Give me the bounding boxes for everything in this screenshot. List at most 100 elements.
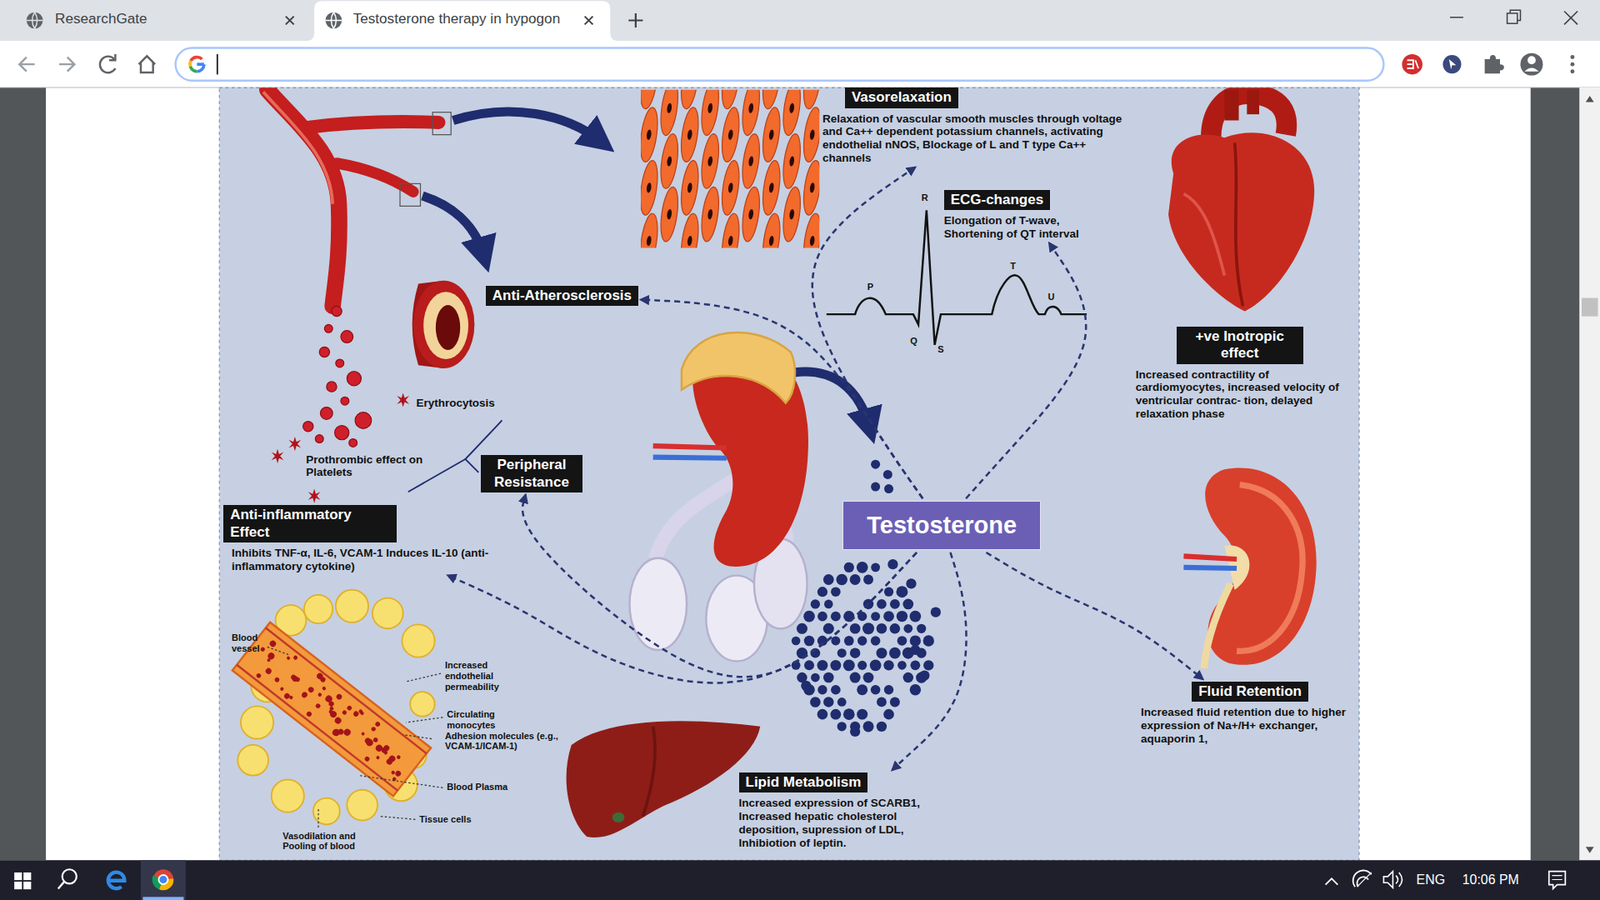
taskbar [0,860,1600,900]
muscle-cell [809,129,815,140]
tab-strip [325,12,343,30]
vessel-segment [285,655,291,661]
vessel-segment [329,710,339,720]
hormone-molecules [883,709,895,720]
erythrocytes [303,421,314,432]
description-text: Inhibits TNF-α, IL-6, VCAM-1 Induces IL-… [231,546,510,574]
muscle-cell [666,102,673,114]
leader-line [405,717,443,723]
muscle-cell [640,159,660,216]
document-viewer [1581,298,1599,317]
vessel-segment [360,710,365,716]
hormone-molecules [830,586,841,597]
hormone-molecules [876,697,887,708]
erythrocytes [340,396,350,405]
hormone-molecules [862,720,874,732]
document-viewer [219,87,1360,860]
muscle-cell [740,90,763,137]
browser-toolbar [1520,53,1543,76]
vessel-segment [266,651,276,661]
muscle-cell [780,185,804,243]
taskbar [140,860,186,900]
blood-vessel [305,121,439,128]
muscle-cell [707,102,714,114]
muscle-cell [740,132,763,190]
platelet-symbol [396,392,410,407]
erythrocytes [335,359,345,368]
hormone-molecules [876,721,887,732]
browser-toolbar [1524,67,1539,71]
blood-vessel [432,112,451,135]
muscle-cell [727,235,734,247]
vessel-segment [305,710,314,719]
platelet-symbol [308,489,321,504]
browser-toolbar [190,66,197,72]
vessel-segment [317,692,323,698]
vessel-segment [265,627,427,754]
vessel-segment [315,702,322,710]
liver-illustration [642,726,655,817]
muscle-cell [645,182,652,194]
heart-illustration [1235,142,1244,306]
hormone-molecules [850,647,860,658]
muscle-cell [645,235,652,247]
muscle-cell [768,129,775,140]
hormone-molecules [830,685,841,695]
muscle-cell [686,182,693,194]
vessel-segment [330,711,336,717]
hormone-molecules [870,611,880,621]
dashed-arrow [640,300,923,500]
document-viewer [1585,846,1595,853]
hormone-molecules [870,660,882,672]
pathway-arrow [422,195,484,255]
muscle-cell [740,185,763,243]
tab-strip [585,16,594,25]
wave-letter: R [921,192,929,204]
muscle-cell [640,106,660,164]
browser-toolbar [0,40,1600,88]
vessel-segment [382,744,391,753]
description-text: Increased fluid retention due to higher … [1140,705,1350,745]
vessel-segment [342,727,353,738]
muscle-cell [719,106,742,164]
effect-box: Peripheral Resistance [480,455,583,493]
hormone-molecules [903,624,913,634]
effect-box: +ve Inotropic effectIncreased contractil… [1135,326,1345,421]
erythrocytes [340,330,354,344]
taskbar [158,875,168,885]
erythrocytes [303,305,372,447]
wave-letter: P [867,281,874,293]
browser-toolbar [196,64,205,72]
vessel-segment [232,622,431,797]
dashed-arrow [812,167,924,499]
muscle-cell [760,212,783,249]
hormone-molecules [870,562,880,572]
hormone-molecules [876,599,887,610]
hormone-molecules [883,660,894,670]
hormone-molecules [887,559,898,570]
vessel-segment [294,676,301,684]
muscle-cell [800,106,820,164]
hormone-molecules [830,611,841,622]
muscle-cell [727,129,734,140]
adipose-tissue [401,624,435,657]
hormone-molecules [804,660,815,670]
part-label: Blood vessel [231,632,273,654]
taskbar [0,860,1600,900]
muscle-cell [780,132,804,190]
erythrocytes [319,346,330,357]
adipose-tissue [304,595,333,624]
muscle-cell [748,155,755,167]
hormone-molecules [830,660,841,671]
hormone-molecules [856,684,868,695]
muscle-cell [809,235,815,247]
muscle-cell [707,155,714,167]
hormone-molecules [837,721,847,731]
muscle-cell [719,90,742,110]
vessel-segment [236,665,398,791]
muscle-cell [727,182,734,194]
vessel-segment [330,727,341,738]
document-viewer [45,87,1531,860]
